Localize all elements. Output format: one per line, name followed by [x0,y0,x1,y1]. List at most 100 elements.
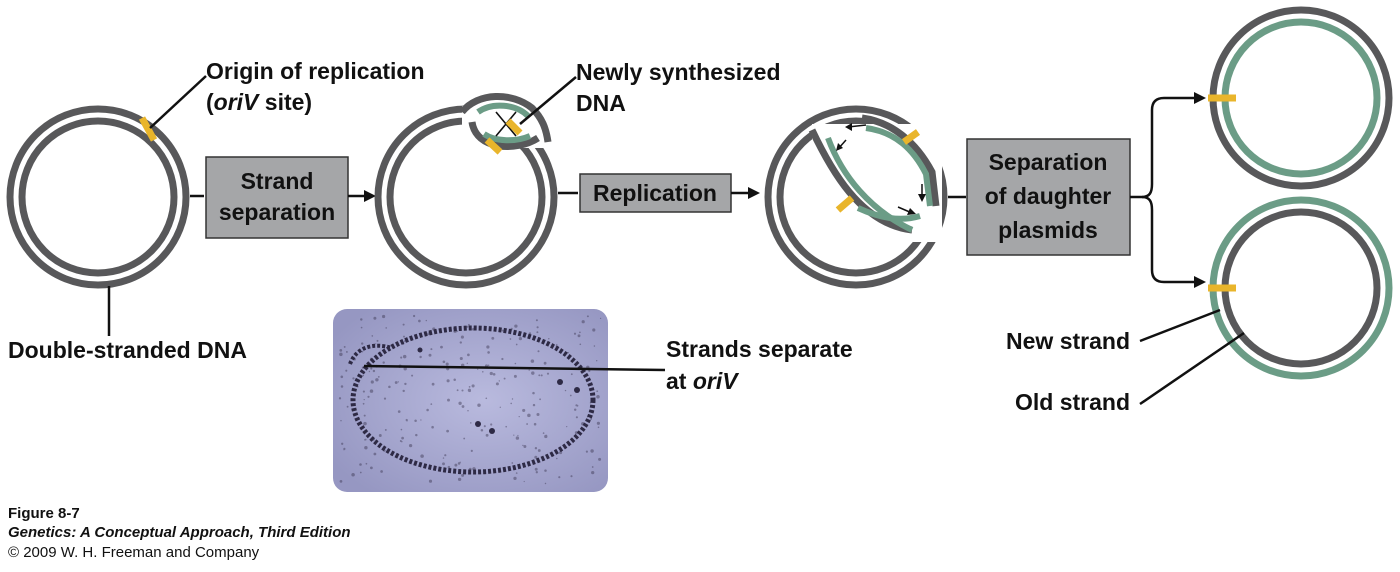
newly-synthesized-label-line2: DNA [576,90,626,116]
micrograph-speckle [370,380,374,384]
branch-arrow-bottom [1141,195,1196,284]
micrograph-speckle [556,343,558,346]
micrograph-speckle [364,439,366,441]
micrograph-speckle [397,381,399,383]
micrograph-speckle [377,376,380,378]
micrograph-speckle [534,455,538,459]
micrograph-speckle [570,475,573,478]
micrograph-speckle [526,423,529,425]
micrograph-speckle [482,371,484,373]
micrograph-speckle [596,390,599,393]
micrograph-speckle [360,318,363,321]
micrograph-speckle [585,450,588,453]
strands-separate-leader-line [363,364,666,372]
micrograph-speckle [535,319,538,322]
micrograph-speckle [518,336,523,341]
micrograph-speckle [532,403,536,407]
micrograph-speckle [534,447,538,450]
micrograph-speckle [420,419,422,421]
strands-separate-label-line2: at oriV [666,368,739,394]
micrograph-speckle [364,445,368,450]
micrograph-speckle [365,462,368,465]
daughter-plasmid-bottom [1139,196,1393,406]
micrograph-speckle [537,449,541,452]
micrograph-speckle [548,337,550,340]
micrograph-speckle [351,472,355,477]
micrograph-speckle [577,334,581,338]
micrograph-speckle [518,415,520,418]
micrograph-speckle [467,323,470,326]
micrograph-speckle [513,476,517,481]
branch-arrow-top [1130,96,1196,199]
micrograph-speckle [513,374,517,378]
figure-number: Figure 8-7 [8,505,80,522]
micrograph-speckle [485,433,489,437]
micrograph-speckle [430,403,433,405]
micrograph-speckle [419,355,422,359]
micrograph-speckle [394,381,398,384]
micrograph-speckle [591,470,595,475]
micrograph-speckle [468,386,471,388]
separation-line1: Separation [989,149,1108,175]
micrograph-speckle [446,379,450,383]
micrograph-speckle [491,336,495,340]
micrograph-speckle [570,373,573,376]
micrograph-speckle [515,343,518,346]
micrograph-speckle [522,444,524,447]
micrograph-speckle [361,350,364,353]
micrograph-speckle [457,477,462,482]
micrograph-speckle [535,471,538,474]
micrograph-speckle [363,421,367,426]
micrograph-speckle [456,389,459,392]
micrograph-speckle [459,461,461,464]
micrograph-speckle [418,319,421,323]
micrograph-speckle [345,369,348,372]
micrograph-speckle [442,457,445,459]
replication-box [579,173,732,213]
micrograph-speckle [569,394,572,397]
micrograph-speckle [373,316,377,320]
micrograph-speckle [579,343,582,346]
origin-marker-icon [505,118,523,136]
micrograph-speckle [388,385,391,389]
new-strand-leader-line [1139,308,1221,343]
old-strand-label: Old strand [1015,389,1130,415]
micrograph-speckle [537,350,540,353]
micrograph-speckle [340,419,342,422]
micrograph-speckle [485,397,488,400]
micrograph-speckle [359,471,362,474]
micrograph-speckle [378,434,382,437]
micrograph-speckle [467,353,470,357]
micrograph-speckle [522,408,526,412]
micrograph-speckle [536,412,540,417]
micrograph-speckle [536,331,539,334]
micrograph-speckle [343,345,346,348]
micrograph-speckle [467,410,469,412]
micrograph-speckle [596,360,598,362]
micrograph-speckle [459,356,463,361]
plasmid-double-stranded [6,75,207,336]
micrograph-speckle [376,339,379,342]
micrograph-speckle [459,341,462,344]
micrograph-speckle [460,335,464,339]
micrograph-speckle [425,319,427,322]
arrow-right-icon [1194,276,1206,288]
micrograph-speckle [428,353,432,357]
micrograph-speckle [523,445,527,448]
micrograph-speckle [470,449,473,452]
micrograph-speckle [408,443,413,448]
micrograph-speckle [343,447,346,451]
micrograph-speckle [530,359,535,363]
micrograph-speckle [362,390,365,393]
strand-separation-box [205,156,349,239]
micrograph-speckle [461,473,465,477]
origin-marker-icon [835,195,855,213]
micrograph-speckle [581,320,585,324]
micrograph-speckle [420,454,424,458]
micrograph-speckle [340,385,344,388]
micrograph-speckle [426,408,429,412]
micrograph-speckle [364,438,367,441]
micrograph-speckle [471,384,475,388]
origin-label-line2: (oriV site) [206,89,312,115]
